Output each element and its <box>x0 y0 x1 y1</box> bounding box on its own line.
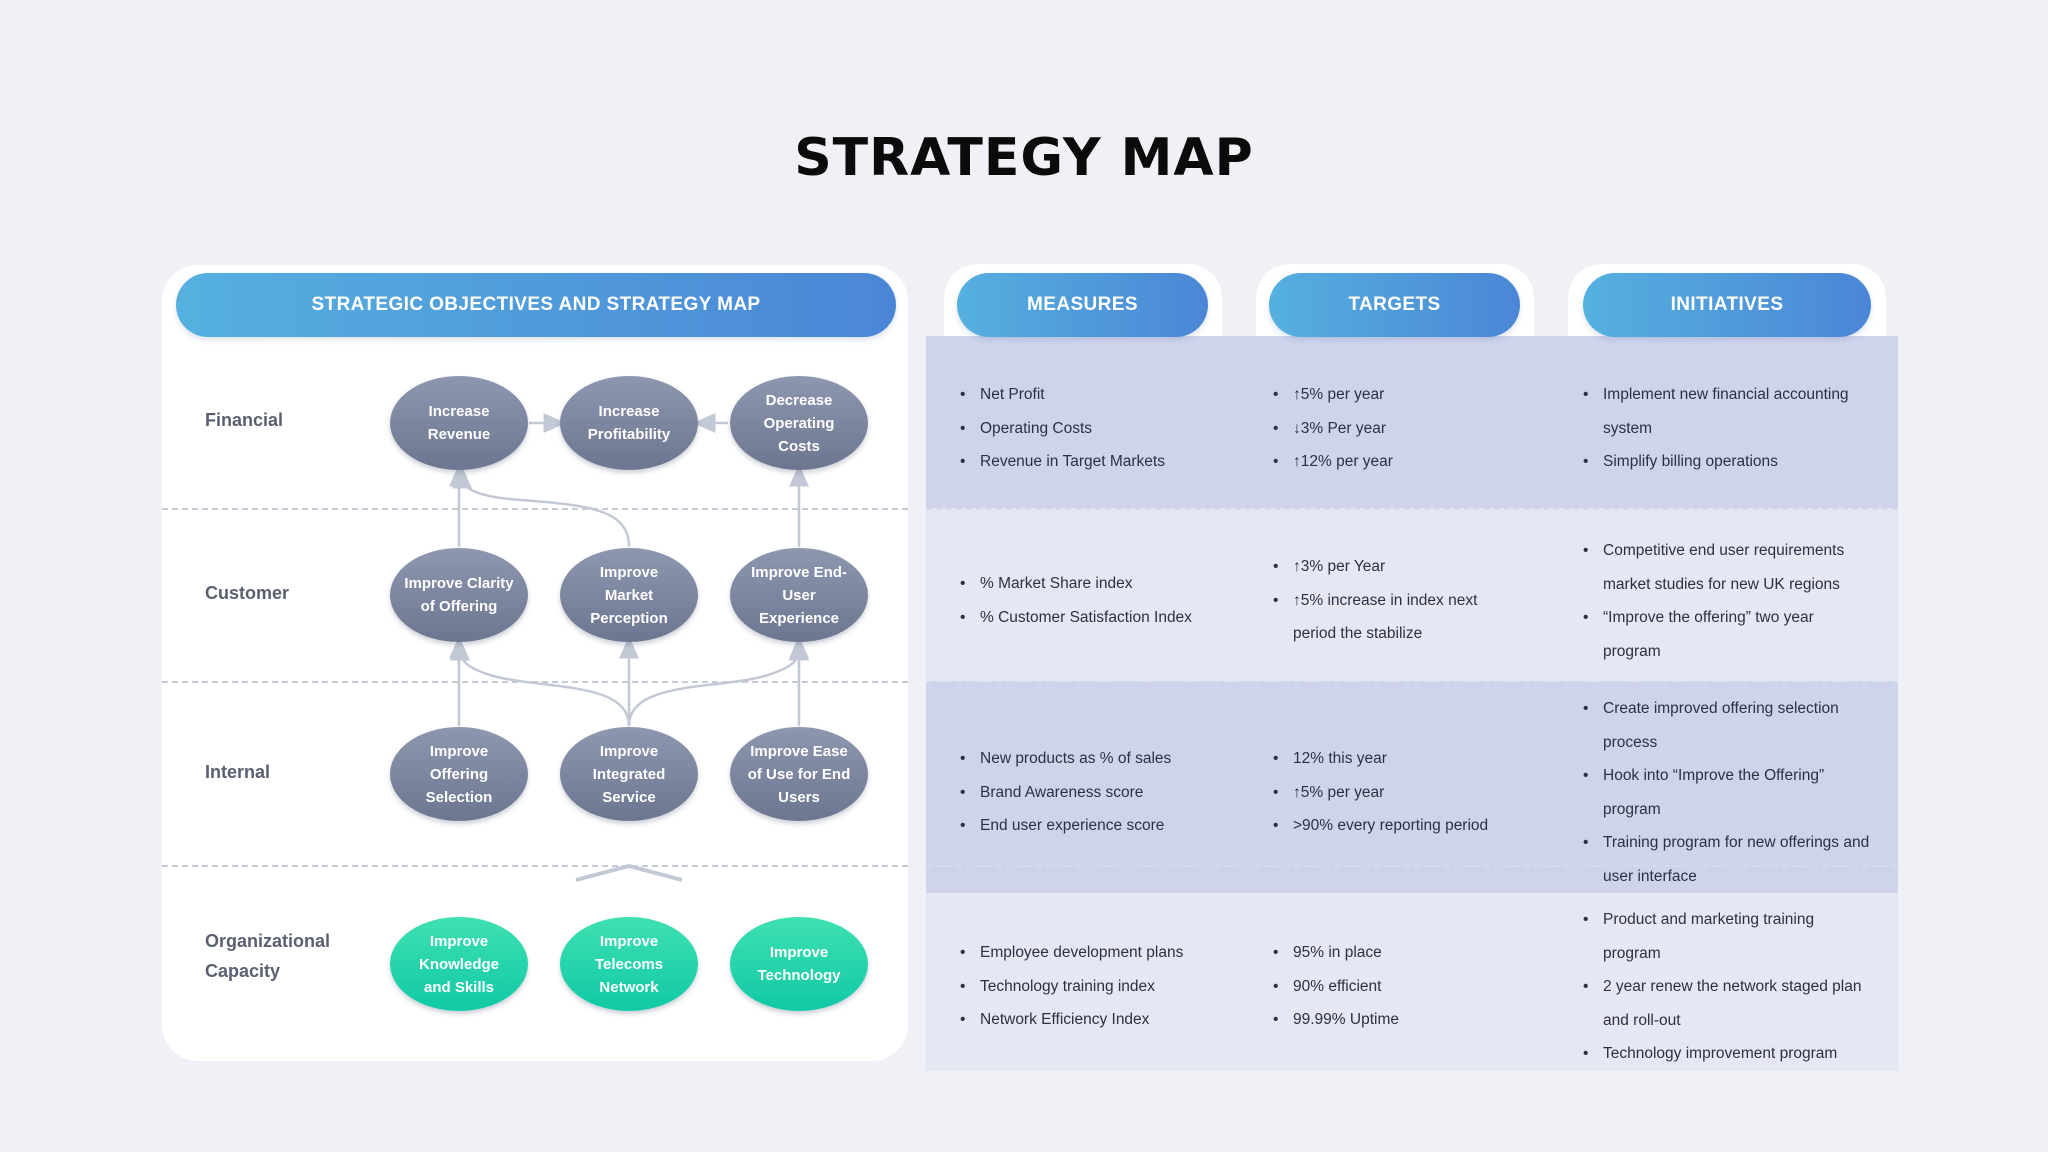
initiatives-customer: Competitive end user requirements market… <box>1583 534 1873 668</box>
divider-3 <box>162 865 908 867</box>
row-label-financial: Financial <box>205 410 284 430</box>
list-item: End user experience score <box>960 809 1230 843</box>
objective-telecoms-network[interactable]: Improve Telecoms Network <box>560 917 698 1011</box>
list-item: % Customer Satisfaction Index <box>960 601 1230 635</box>
capacity-chevron <box>575 863 683 882</box>
targets-capacity: 95% in place 90% efficient 99.99% Uptime <box>1273 936 1523 1037</box>
list-item: Create improved offering selection proce… <box>1583 692 1878 759</box>
divider-right-2 <box>926 681 1898 683</box>
objective-increase-revenue[interactable]: Increase Revenue <box>390 376 528 470</box>
initiatives-header: INITIATIVES <box>1583 273 1871 337</box>
list-item: ↑12% per year <box>1273 445 1523 479</box>
list-item: 95% in place <box>1273 936 1523 970</box>
objective-market-perception[interactable]: Improve Market Perception <box>560 548 698 642</box>
objective-increase-profitability[interactable]: Increase Profitability <box>560 376 698 470</box>
list-item: Employee development plans <box>960 936 1230 970</box>
row-label-customer: Customer <box>205 583 290 603</box>
list-item: Operating Costs <box>960 412 1220 446</box>
targets-header: TARGETS <box>1269 273 1520 337</box>
divider-1 <box>162 508 908 510</box>
list-item: New products as % of sales <box>960 742 1230 776</box>
list-item: Simplify billing operations <box>1583 445 1868 479</box>
list-item: Hook into “Improve the Offering” program <box>1583 759 1878 826</box>
objective-clarity-offering[interactable]: Improve Clarity of Offering <box>390 548 528 642</box>
list-item: ↑5% per year <box>1273 776 1523 810</box>
list-item: Network Efficiency Index <box>960 1003 1230 1037</box>
row-label-capacity: Organizational Capacity <box>205 931 331 981</box>
list-item: ↑3% per Year <box>1273 550 1498 584</box>
list-item: ↑5% per year <box>1273 378 1523 412</box>
targets-customer: ↑3% per Year ↑5% increase in index next … <box>1273 550 1498 651</box>
arrow-integrated-ux <box>627 638 809 727</box>
list-item: Net Profit <box>960 378 1220 412</box>
list-item: Implement new financial accounting syste… <box>1583 378 1868 445</box>
arrow-perception-revenue <box>452 466 631 548</box>
list-item: 12% this year <box>1273 742 1523 776</box>
list-item: Revenue in Target Markets <box>960 445 1220 479</box>
initiatives-internal: Create improved offering selection proce… <box>1583 692 1878 893</box>
targets-financial: ↑5% per year ↓3% Per year ↑12% per year <box>1273 378 1523 479</box>
objective-knowledge-skills[interactable]: Improve Knowledge and Skills <box>390 917 528 1011</box>
divider-right-3 <box>926 865 1898 867</box>
page-title: STRATEGY MAP <box>794 128 1254 188</box>
measures-financial: Net Profit Operating Costs Revenue in Ta… <box>960 378 1220 479</box>
measures-internal: New products as % of sales Brand Awarene… <box>960 742 1230 843</box>
list-item: Technology improvement program <box>1583 1037 1873 1071</box>
list-item: ↑5% increase in index next period the st… <box>1273 584 1498 651</box>
objective-decrease-costs[interactable]: Decrease Operating Costs <box>730 376 868 470</box>
list-item: 99.99% Uptime <box>1273 1003 1523 1037</box>
objective-end-user-experience[interactable]: Improve End-User Experience <box>730 548 868 642</box>
list-item: Brand Awareness score <box>960 776 1230 810</box>
measures-header: MEASURES <box>957 273 1208 337</box>
measures-capacity: Employee development plans Technology tr… <box>960 936 1230 1037</box>
list-item: ↓3% Per year <box>1273 412 1523 446</box>
objectives-header: STRATEGIC OBJECTIVES AND STRATEGY MAP <box>176 273 896 337</box>
list-item: 90% efficient <box>1273 970 1523 1004</box>
list-item: Training program for new offerings and u… <box>1583 826 1878 893</box>
list-item: Competitive end user requirements market… <box>1583 534 1873 601</box>
row-label-internal: Internal <box>205 762 271 782</box>
list-item: 2 year renew the network staged plan and… <box>1583 970 1873 1037</box>
list-item: Technology training index <box>960 970 1230 1004</box>
measures-customer: % Market Share index % Customer Satisfac… <box>960 567 1230 634</box>
list-item: “Improve the offering” two year program <box>1583 601 1873 668</box>
objective-integrated-service[interactable]: Improve Integrated Service <box>560 727 698 821</box>
targets-internal: 12% this year ↑5% per year >90% every re… <box>1273 742 1523 843</box>
initiatives-capacity: Product and marketing training program 2… <box>1583 903 1873 1071</box>
objective-ease-of-use[interactable]: Improve Ease of Use for End Users <box>730 727 868 821</box>
list-item: >90% every reporting period <box>1273 809 1523 843</box>
arrow-integrated-clarity <box>450 638 631 727</box>
list-item: % Market Share index <box>960 567 1230 601</box>
objective-technology[interactable]: Improve Technology <box>730 917 868 1011</box>
divider-right-1 <box>926 508 1898 510</box>
list-item: Product and marketing training program <box>1583 903 1873 970</box>
initiatives-financial: Implement new financial accounting syste… <box>1583 378 1868 479</box>
objective-offering-selection[interactable]: Improve Offering Selection <box>390 727 528 821</box>
